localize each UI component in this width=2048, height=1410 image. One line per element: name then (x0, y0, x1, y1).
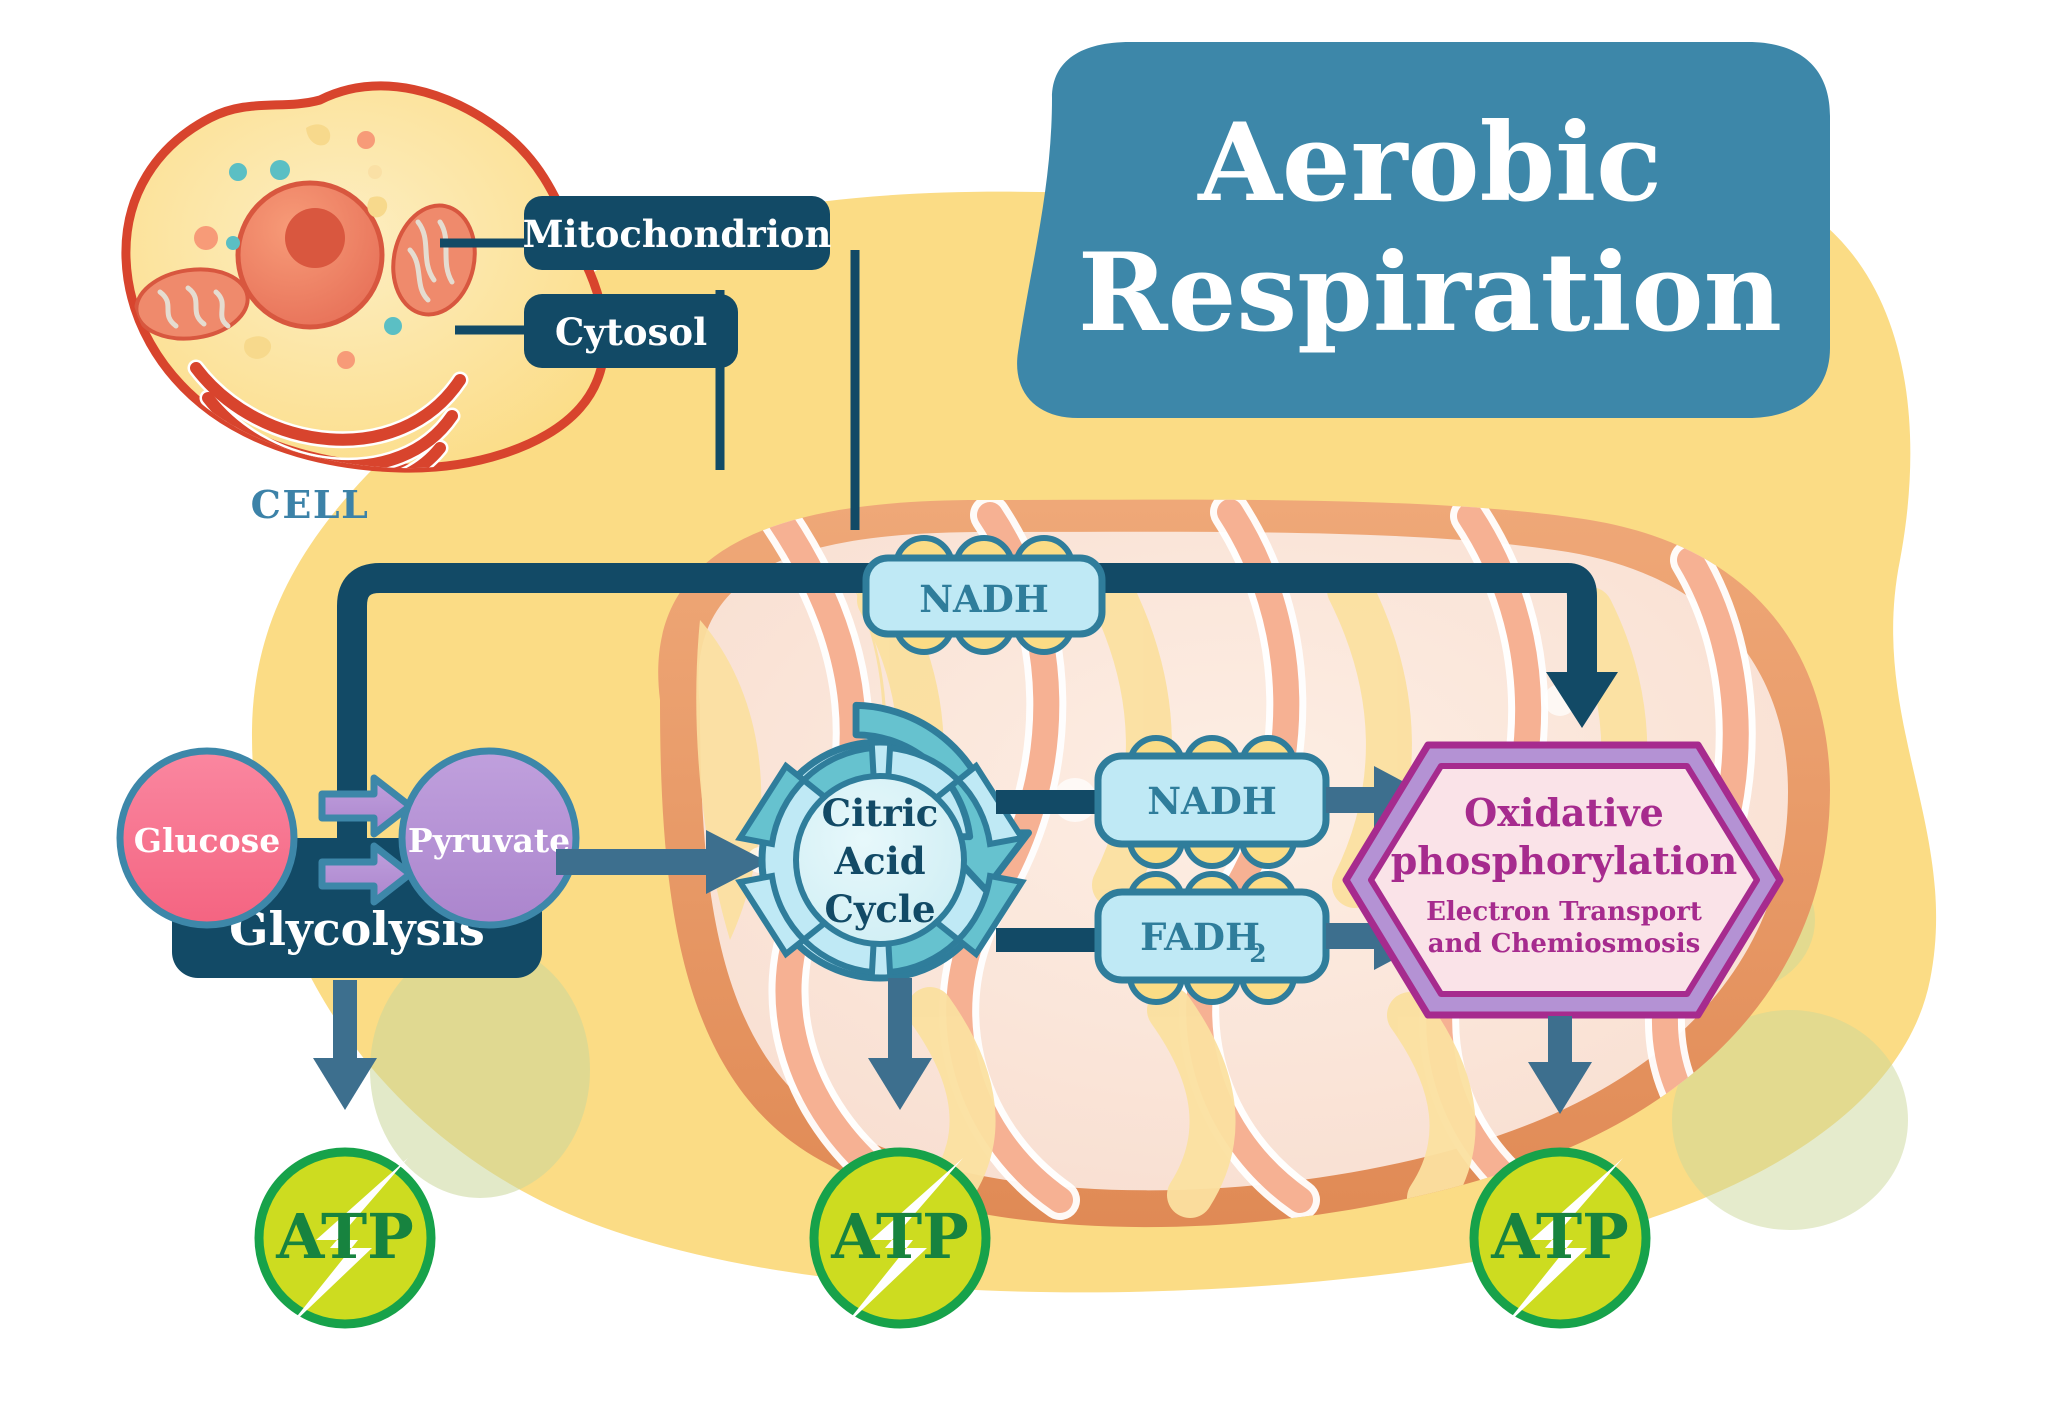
cell-caption: CELL (251, 482, 370, 527)
atp-node[interactable]: ATP (809, 1147, 991, 1330)
carrier-label-subscript: 2 (1249, 939, 1266, 968)
carrier-fadh2-cycle[interactable]: FADH 2 (1094, 871, 1330, 1005)
lightning-bolt-icon (286, 1158, 408, 1330)
green-spot (1672, 1010, 1908, 1230)
callout-label: Cytosol (555, 310, 707, 354)
oxphos-sub-1: Electron Transport (1426, 897, 1702, 927)
arrow-pyruvate-to-cycle (556, 830, 768, 894)
oxphos-line-1: Oxidative (1464, 790, 1664, 835)
atp-node[interactable]: ATP (1469, 1147, 1651, 1330)
cell-illustration: CELL (121, 81, 610, 527)
glucose-node[interactable]: Glucose (116, 747, 298, 929)
cycle-line-1: Citric (822, 791, 939, 835)
lightning-bolt-icon (841, 1158, 963, 1330)
atp-label: ATP (830, 1200, 968, 1273)
mitochondrion (134, 267, 250, 341)
title-banner: Aerobic Respiration (1017, 42, 1830, 418)
title-line-2: Respiration (1078, 230, 1782, 356)
atp-label: ATP (275, 1200, 413, 1273)
nucleus (235, 180, 385, 330)
atp-node[interactable]: ATP (254, 1147, 436, 1330)
vesicle (183, 124, 402, 429)
cycle-to-carrier-connectors (996, 790, 1100, 952)
oxidative-phosphorylation-node[interactable]: Oxidative phosphorylation Electron Trans… (1342, 741, 1784, 1019)
atp-label: ATP (1490, 1200, 1628, 1273)
carrier-label: FADH (1140, 915, 1260, 959)
glucose-label: Glucose (134, 821, 280, 860)
arrow-glycolysis-to-atp (313, 980, 377, 1110)
nadh-transport-pipe (337, 563, 1618, 838)
pyruvate-label: Pyruvate (408, 821, 570, 860)
mitochondrion (391, 203, 477, 317)
callout-cytosol[interactable]: Cytosol (524, 294, 738, 368)
arrow-cycle-to-atp (868, 978, 932, 1110)
cycle-line-2: Acid (833, 839, 925, 883)
oxphos-sub-2: and Chemiosmosis (1428, 929, 1701, 959)
title-line-1: Aerobic (1197, 100, 1662, 226)
lightning-bolt-icon (1501, 1158, 1623, 1330)
pyruvate-node[interactable]: Pyruvate (398, 747, 580, 929)
green-spot (370, 942, 590, 1198)
carrier-nadh-cycle[interactable]: NADH (1094, 735, 1330, 869)
cycle-line-3: Cycle (824, 887, 935, 931)
callout-label: Mitochondrion (523, 212, 832, 256)
callout-mitochondrion[interactable]: Mitochondrion (523, 196, 832, 270)
carrier-label: NADH (919, 577, 1049, 621)
glycolysis-group[interactable]: Glycolysis Glucose Pyruvate (116, 747, 580, 978)
carrier-label: NADH (1147, 779, 1277, 823)
oxphos-line-2: phosphorylation (1391, 838, 1738, 883)
arrow-oxphos-to-atp (1528, 1016, 1592, 1114)
citric-acid-cycle[interactable]: Citric Acid Cycle (735, 701, 1032, 982)
glycolysis-arrows (318, 774, 414, 906)
carrier-nadh-top[interactable]: NADH (862, 535, 1106, 655)
